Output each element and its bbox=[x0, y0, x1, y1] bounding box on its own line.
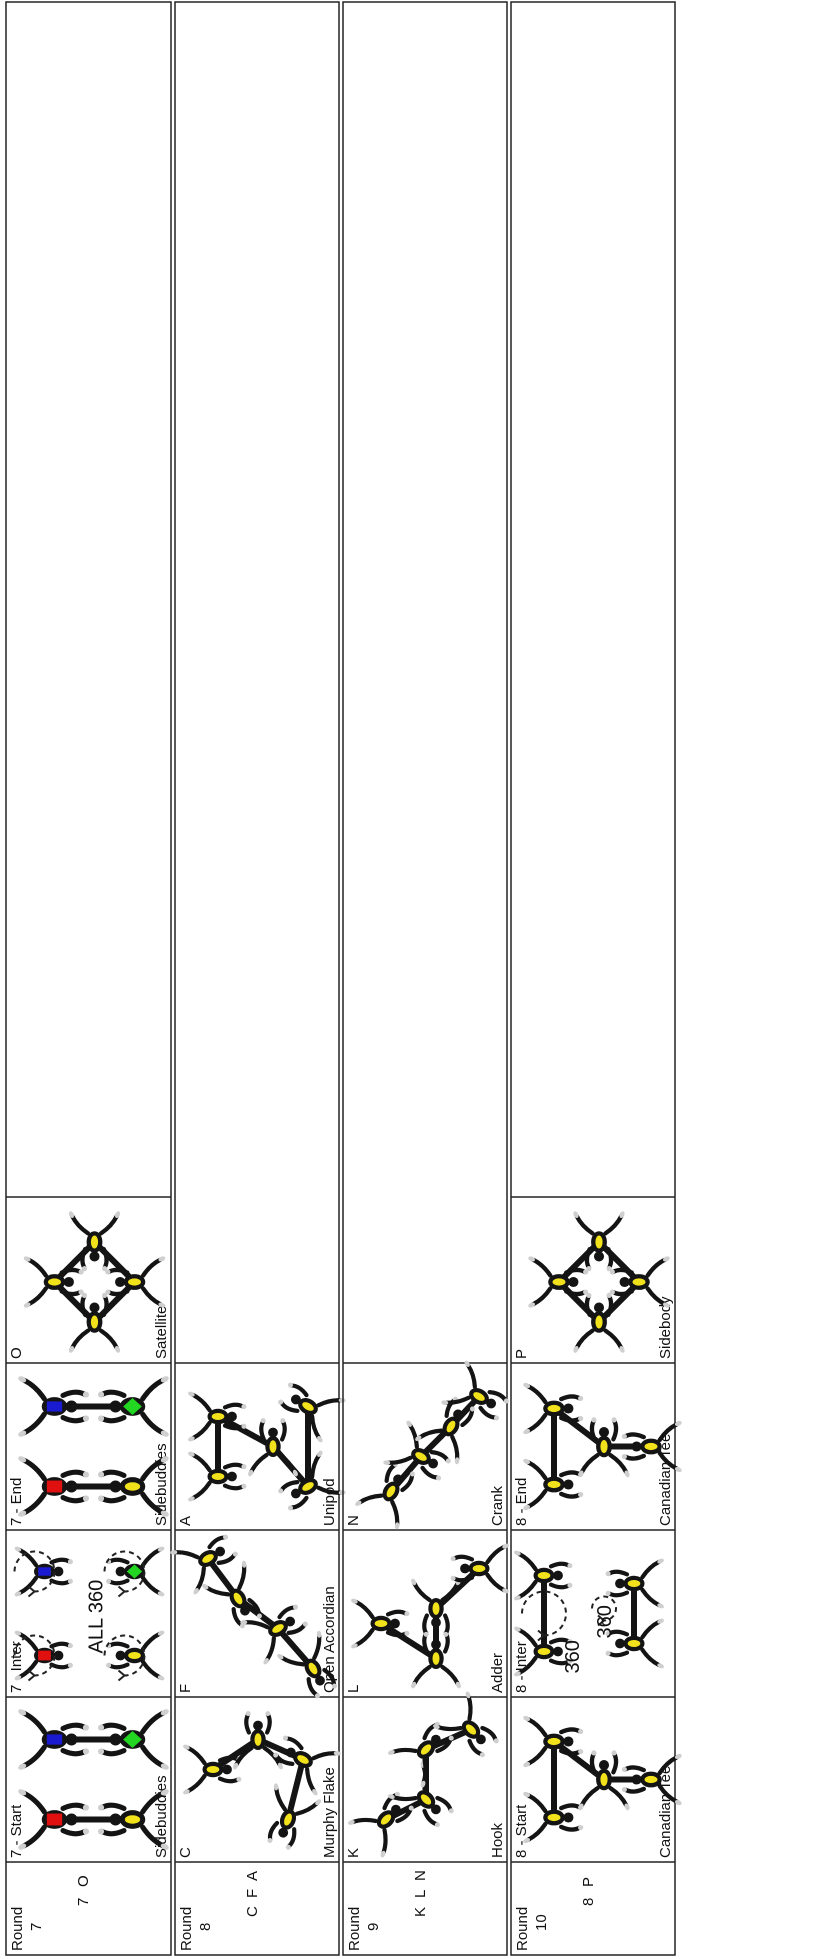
turn-note: 360 bbox=[562, 1640, 584, 1673]
formation-name: Hook bbox=[489, 1822, 506, 1858]
sequence-item: 8 bbox=[580, 1898, 597, 1906]
dive-cell: 7 - Inter ALL 360 bbox=[6, 1530, 171, 1693]
formation-name: Unipod bbox=[321, 1478, 338, 1526]
jumper-figure bbox=[182, 1744, 241, 1796]
round-row-frame bbox=[343, 2, 507, 1955]
jumper-figure bbox=[431, 1689, 509, 1767]
sequence-item: 7 bbox=[75, 1898, 92, 1906]
turn-note: ALL 360 bbox=[86, 1580, 108, 1654]
dive-cell: K Hook bbox=[343, 1689, 509, 1859]
cell-tag: P bbox=[513, 1349, 530, 1359]
hook-formation bbox=[346, 1689, 509, 1859]
round-label: Round bbox=[346, 1907, 363, 1951]
cell-tag: F bbox=[177, 1684, 194, 1693]
cell-tag: 7 - Start bbox=[8, 1804, 25, 1858]
sequence-item: C bbox=[244, 1906, 261, 1917]
round-label: Round bbox=[9, 1907, 26, 1951]
dive-cell: C Murphy Flake bbox=[175, 1697, 343, 1858]
murphy-flake-formation bbox=[182, 1711, 342, 1855]
ring-formation bbox=[527, 1210, 670, 1353]
cell-tag: C bbox=[177, 1847, 194, 1858]
formation-name: Satellite bbox=[153, 1306, 170, 1359]
round-number: 10 bbox=[533, 1914, 550, 1931]
round-label: Round bbox=[514, 1907, 531, 1951]
jumper-figure bbox=[247, 1418, 299, 1477]
sequence-item: K bbox=[412, 1907, 429, 1917]
sequence-item: A bbox=[244, 1871, 261, 1881]
sequence-item: O bbox=[75, 1875, 92, 1887]
formation-name: Crank bbox=[489, 1485, 506, 1526]
formation-name: Murphy Flake bbox=[321, 1767, 338, 1858]
cell-tag: 8 - Start bbox=[513, 1804, 530, 1858]
cell-tag: O bbox=[8, 1347, 25, 1359]
round-label: Round bbox=[178, 1907, 195, 1951]
jumper-figure bbox=[232, 1711, 284, 1770]
round-row-frame bbox=[6, 2, 171, 1955]
jumper-figure bbox=[346, 1781, 424, 1859]
formation-name: Adder bbox=[489, 1653, 506, 1693]
dive-cell: L Adder bbox=[343, 1530, 510, 1693]
cell-tag: 8 - End bbox=[513, 1478, 530, 1526]
round-number: 7 bbox=[28, 1923, 45, 1931]
jumper-figure bbox=[386, 1711, 464, 1789]
turn-note: 360 bbox=[594, 1605, 616, 1638]
cell-tag: 7 - End bbox=[8, 1478, 25, 1526]
round-row-frame bbox=[511, 2, 675, 1955]
round-number: 8 bbox=[197, 1923, 214, 1931]
jumper-figure bbox=[350, 1598, 409, 1650]
sequence-item: P bbox=[580, 1877, 597, 1887]
dive-cell: A Unipod bbox=[175, 1363, 348, 1526]
adder-formation bbox=[350, 1543, 509, 1690]
ring-formation bbox=[23, 1210, 166, 1353]
cell-tag: K bbox=[345, 1848, 362, 1858]
dive-cell: O Satellite bbox=[6, 1197, 171, 1359]
cell-tag: 7 - Inter bbox=[8, 1641, 25, 1693]
round-number: 9 bbox=[365, 1923, 382, 1931]
cell-tag: N bbox=[345, 1515, 362, 1526]
cell-tag: A bbox=[177, 1516, 194, 1526]
dive-cell: N Crank bbox=[343, 1359, 517, 1531]
sequence-item: F bbox=[244, 1889, 261, 1898]
sequence-item: N bbox=[412, 1870, 429, 1881]
jumper-figure bbox=[254, 1782, 323, 1855]
cell-tag: L bbox=[345, 1685, 362, 1693]
jumper-figure bbox=[168, 1522, 245, 1596]
sequence-item: L bbox=[412, 1890, 429, 1898]
